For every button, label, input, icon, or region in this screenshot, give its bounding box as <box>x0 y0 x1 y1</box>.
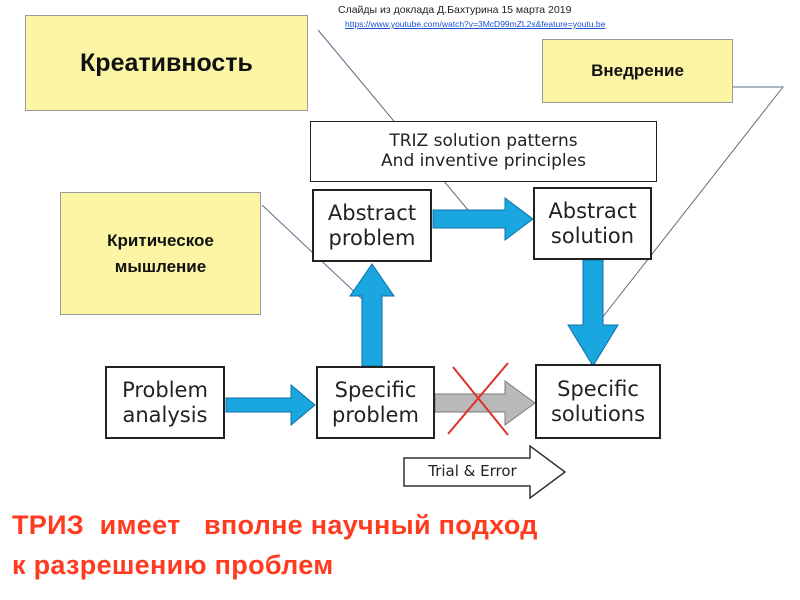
source-caption: Слайды из доклада Д.Бахтурина 15 марта 2… <box>338 4 572 16</box>
abstract-problem-box: Abstract problem <box>312 189 432 262</box>
source-link[interactable]: https://www.youtube.com/watch?v=3McD99mZ… <box>345 19 606 29</box>
specific-problem-label: Specific problem <box>332 378 419 427</box>
arrow-direct-grey <box>434 380 536 426</box>
cross-line-2 <box>447 362 509 435</box>
triz-patterns-box: TRIZ solution patterns And inventive pri… <box>310 121 657 182</box>
problem-analysis-box: Problem analysis <box>105 366 225 439</box>
cross-line-1 <box>452 366 509 436</box>
trial-error-arrow-shape <box>403 444 567 500</box>
problem-analysis-label: Problem analysis <box>122 378 208 427</box>
arrow-analysis-to-specific <box>225 383 316 427</box>
implementation-callout: Внедрение <box>542 39 733 103</box>
abstract-solution-label: Abstract solution <box>548 199 637 248</box>
triz-patterns-label: TRIZ solution patterns And inventive pri… <box>381 130 586 171</box>
arrow-abstract-problem-to-solution <box>432 197 534 241</box>
creativity-callout: Креативность <box>25 15 308 111</box>
trial-error-label: Trial & Error <box>428 462 517 480</box>
critical-thinking-callout: Критическое мышление <box>60 192 261 315</box>
implementation-leader-line <box>597 86 785 324</box>
arrow-specific-to-abstract <box>349 263 395 367</box>
footer-line-2: к разрешению проблем <box>12 550 334 580</box>
abstract-problem-label: Abstract problem <box>327 201 417 250</box>
implementation-label: Внедрение <box>591 61 684 80</box>
arrow-abstract-to-specific-solutions <box>567 259 619 367</box>
creativity-label: Креативность <box>80 48 253 77</box>
specific-solutions-box: Specific solutions <box>535 364 661 439</box>
critical-thinking-label: Критическое мышление <box>107 230 214 276</box>
abstract-solution-box: Abstract solution <box>533 187 652 260</box>
footer-line-1: ТРИЗ имеет вполне научный подход <box>12 510 538 540</box>
specific-problem-box: Specific problem <box>316 366 435 439</box>
specific-solutions-label: Specific solutions <box>550 377 646 426</box>
